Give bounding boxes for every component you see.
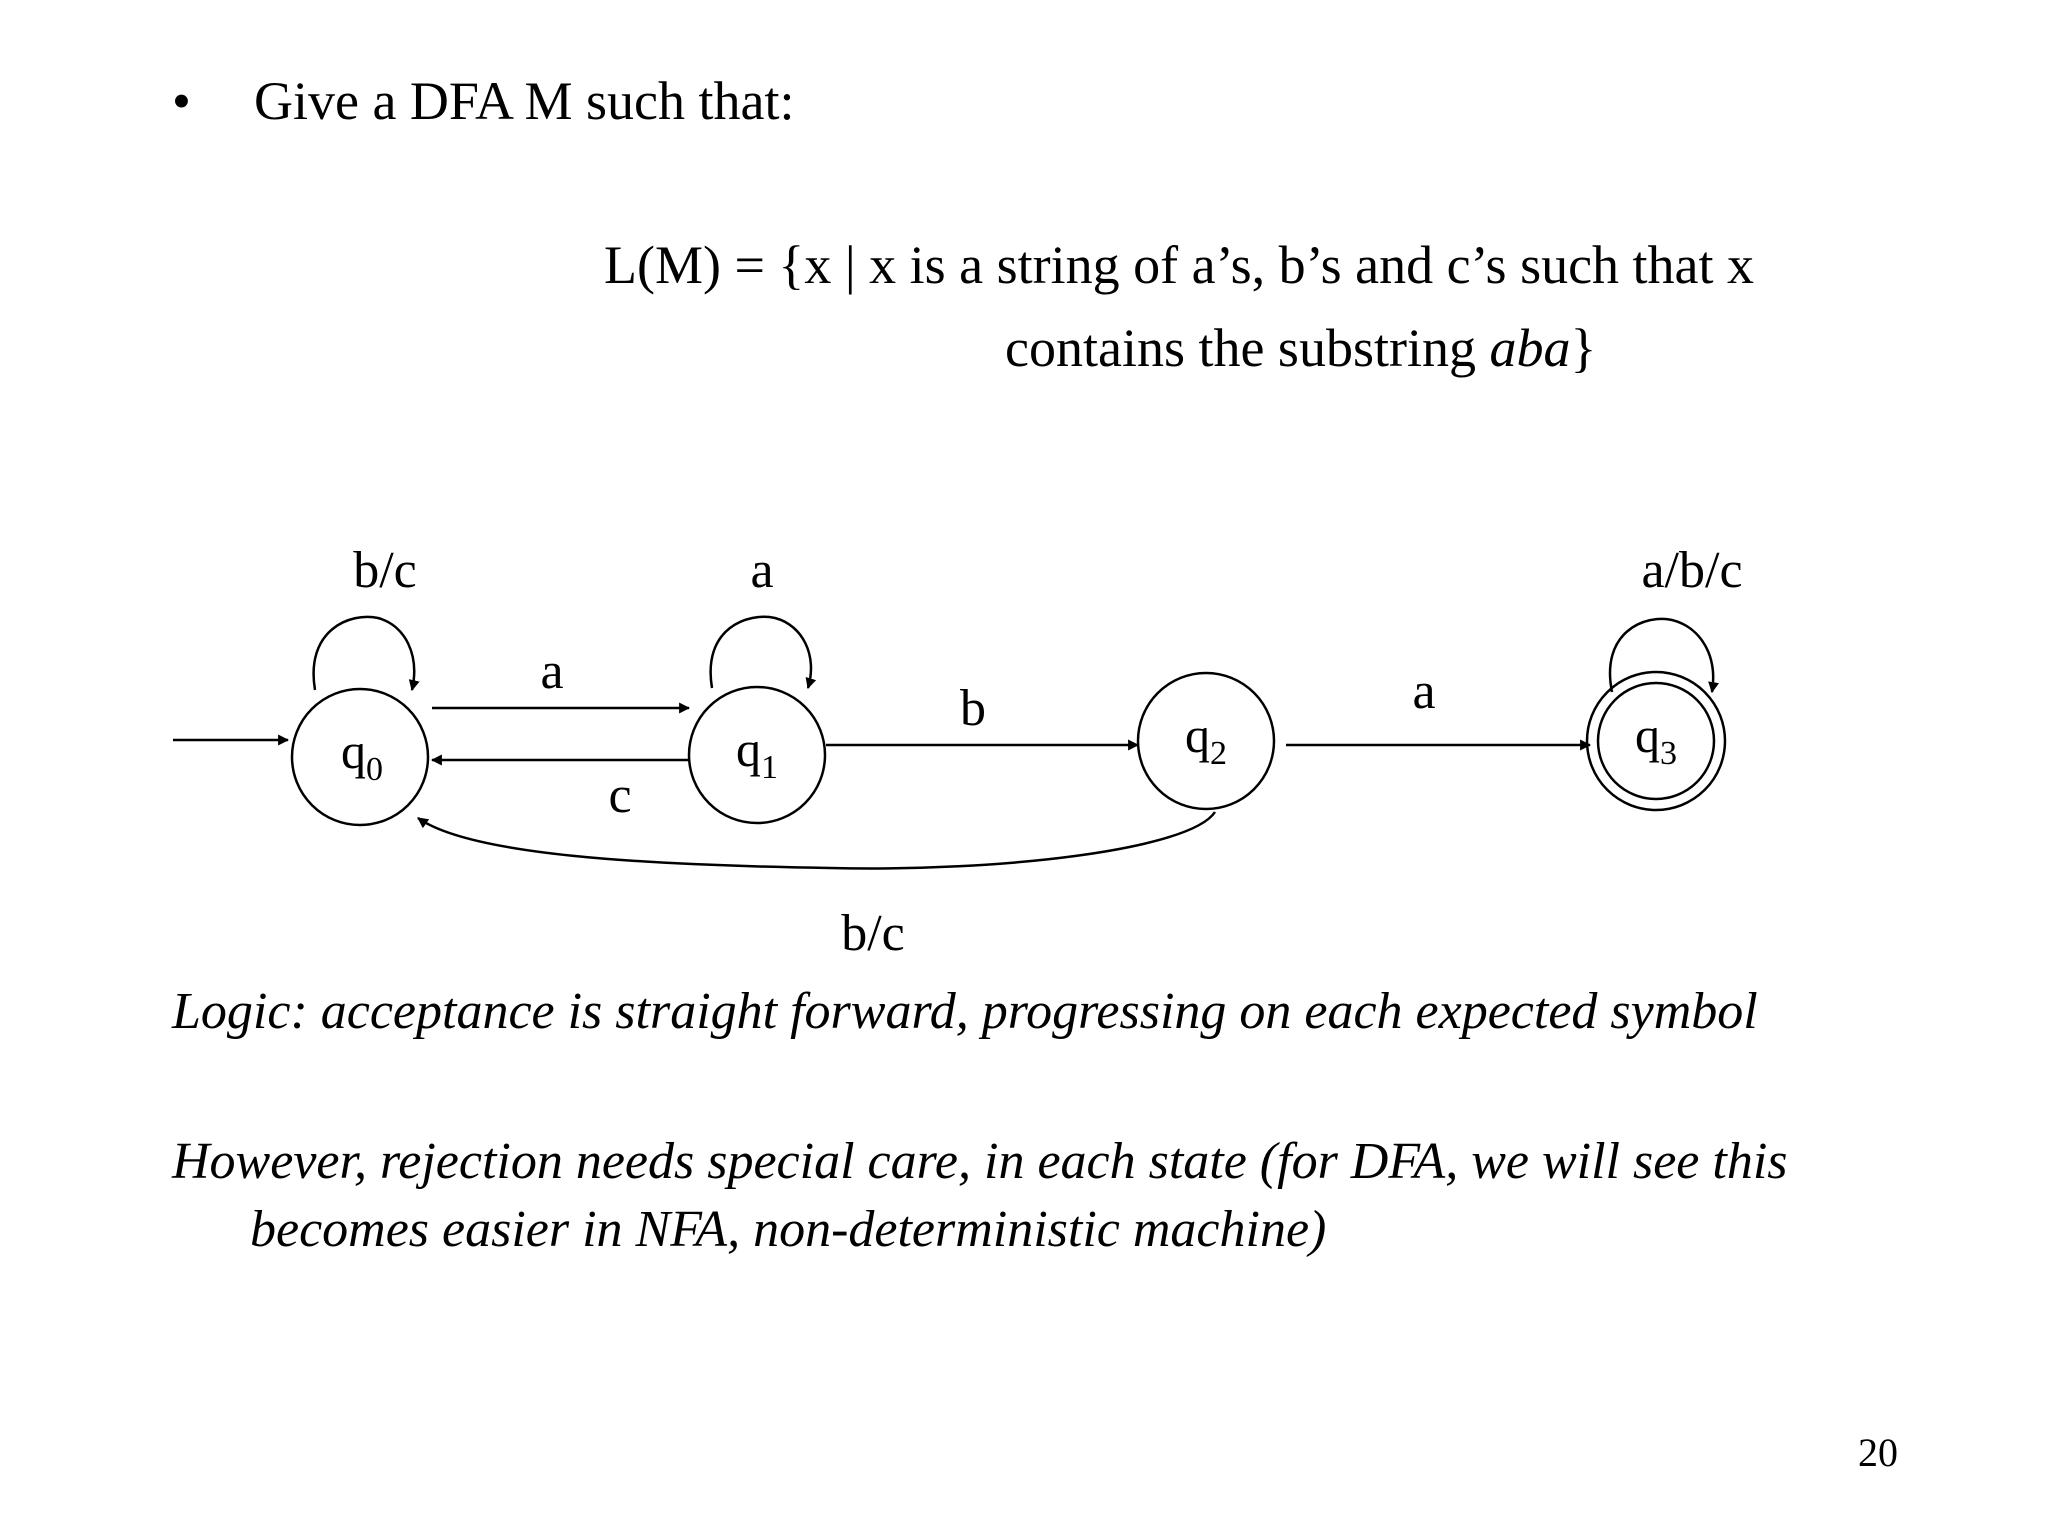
transition-label-q1-self: a [750, 542, 773, 599]
state-q1: q1 [687, 685, 827, 825]
state-q0: q0 [290, 687, 430, 827]
logic-note: Logic: acceptance is straight forward, p… [172, 978, 1972, 1046]
state-q3-label: q3 [1635, 707, 1677, 772]
logic-paragraph: Logic: acceptance is straight forward, p… [172, 983, 1758, 1040]
however-paragraph: However, rejection needs special care, i… [172, 1133, 1788, 1258]
substring-aba: aba [1489, 318, 1571, 378]
transition-label-q2-q3: a [1412, 663, 1435, 720]
transition-label-q1-q2: b [960, 680, 986, 737]
transition-label-q0-self: b/c [353, 542, 417, 599]
language-definition-line-1: L(M) = {x | x is a string of a’s, b’s an… [604, 235, 1755, 295]
however-note: However, rejection needs special care, i… [172, 1128, 1972, 1264]
transition-label-q2-q0: b/c [841, 905, 905, 962]
transition-q2-q0 [417, 811, 1217, 870]
page-number: 20 [1858, 1430, 1898, 1475]
transition-label-q3-self: a/b/c [1641, 542, 1742, 599]
transition-q0-self [312, 615, 420, 692]
bullet-dot: • [172, 71, 191, 131]
transition-q3-self [1608, 617, 1720, 694]
bullet-item: • Give a DFA M such that: [172, 66, 794, 136]
language-line-2-suffix: } [1570, 318, 1597, 378]
transition-q1-self [709, 615, 817, 690]
state-q1-label: q1 [736, 721, 778, 786]
state-q0-label: q0 [341, 723, 383, 788]
bullet-text: Give a DFA M such that: [254, 71, 795, 131]
state-q2-label: q2 [1185, 707, 1227, 772]
transition-label-q1-q0: c [608, 767, 631, 824]
state-q2: q2 [1136, 671, 1276, 811]
language-line-2-prefix: contains the substring [1005, 318, 1490, 378]
language-definition-line-2: contains the substring aba} [1005, 313, 1596, 383]
state-q3-accepting: q3 [1585, 670, 1727, 812]
transition-label-q0-q1: a [540, 643, 563, 700]
